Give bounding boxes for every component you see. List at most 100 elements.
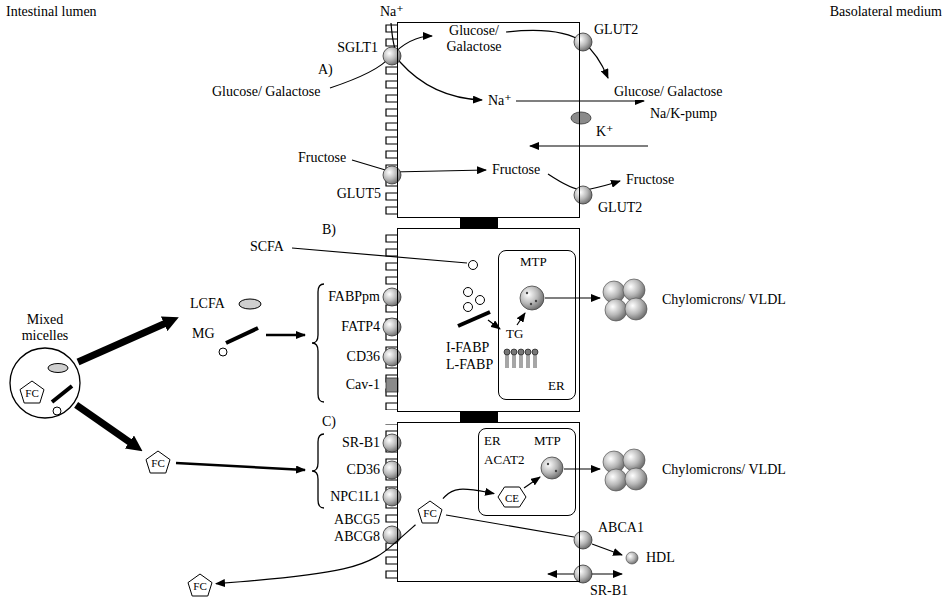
cholesterol-pentagon: FC: [19, 380, 45, 404]
cholesterol-pentagon: FC: [187, 573, 213, 597]
cholesterol-pentagon: FC: [145, 450, 171, 474]
node-text: FC: [423, 507, 436, 519]
mixed-micelle: Mixed micellesFC: [9, 347, 81, 419]
transport-arrow: [292, 248, 467, 263]
node-text: FC: [151, 457, 164, 469]
transporter-label: NPC1L1: [330, 489, 380, 505]
transporter-symbol: [383, 47, 401, 65]
phospholipid-head: [532, 349, 538, 355]
node-text: I-FABP: [446, 340, 489, 356]
lipoprotein-label: HDL: [646, 550, 675, 566]
fatty-acid-symbol: [464, 288, 473, 297]
lipoprotein-particle: [623, 279, 645, 301]
transporter-symbol: [383, 166, 401, 184]
monoglyceride-head: [219, 348, 227, 356]
transporter-label: GLUT2: [594, 22, 638, 38]
transporter-symbol: [383, 526, 401, 544]
lipid-particle-dot: [547, 463, 549, 465]
transporter-label: ABCG8: [334, 529, 380, 545]
pentagon-outline: [20, 381, 44, 403]
brace: [312, 284, 324, 402]
tight-junction: [460, 218, 498, 228]
node-text: L-FABP: [446, 357, 493, 373]
transporter-label: FATP4: [341, 319, 380, 335]
lipoprotein-label: Chylomicrons/ VLDL: [662, 292, 786, 308]
lipid-particle: [520, 286, 544, 310]
panel-letter: B): [322, 222, 336, 238]
node-text: ER: [548, 378, 565, 394]
transporter-label: CD36: [347, 349, 380, 365]
substrate-label: LCFA: [190, 296, 225, 312]
transporter-label: CD36: [347, 462, 380, 478]
caveolin-symbol: [386, 378, 398, 392]
monoglyceride-symbol: [226, 328, 258, 343]
node-text: ACAT2: [484, 452, 524, 468]
phospholipid-tails: [506, 355, 536, 368]
monoglyceride-head: [53, 407, 61, 415]
lipid-particle-dot: [526, 292, 528, 294]
mixed-micelle-outline: [9, 347, 81, 419]
node-text: ER: [484, 433, 501, 449]
transporter-label: SR-B1: [342, 435, 380, 451]
transporter-symbol: [383, 488, 401, 506]
lipoprotein-particle: [605, 469, 627, 491]
transporter-symbol: [383, 434, 401, 452]
enterocyte-cell: I-FABPL-FABP MTP TG ER: [397, 228, 580, 412]
transport-arrow: [506, 30, 608, 78]
phospholipid-head: [518, 349, 524, 355]
node-text: FC: [193, 580, 206, 592]
node-text: Mixed micelles: [12, 312, 78, 344]
chylomicron-cluster: [603, 279, 647, 321]
lipoprotein-particle: [625, 468, 647, 490]
monoglyceride-symbol: [52, 386, 72, 402]
lipoprotein-particle: [623, 449, 645, 471]
transport-arrow: [524, 477, 540, 488]
phospholipid-head: [525, 349, 531, 355]
flow-arrow: [266, 334, 305, 337]
transport-arrow: [517, 313, 525, 325]
panel-letter: A): [318, 62, 333, 78]
tight-junction: [460, 412, 498, 422]
node-text: Na⁺: [488, 93, 512, 109]
node-text: MTP: [534, 433, 561, 449]
transporter-label: GLUT5: [337, 186, 381, 202]
node-text: Glucose/ Galactose: [437, 23, 511, 55]
transporter-symbol: [383, 348, 401, 366]
cholesterol-pentagon: FC: [417, 500, 443, 524]
transporter-label: Cav-1: [346, 377, 380, 393]
lipid-particle: [541, 457, 563, 479]
transporter-symbol: [383, 461, 401, 479]
hdl-particle: [626, 552, 638, 564]
fatty-acid-symbol: [48, 364, 68, 373]
transport-arrow: [592, 544, 622, 555]
chylomicron-cluster: [603, 449, 647, 491]
node-text: MTP: [520, 254, 547, 270]
transport-arrow: [216, 525, 416, 584]
substrate-label: Glucose/ Galactose: [614, 84, 722, 100]
pentagon-outline: [146, 451, 170, 473]
node-text: Fructose: [492, 162, 540, 178]
substrate-label: Fructose: [298, 150, 346, 166]
substrate-label: Fructose: [626, 172, 674, 188]
phospholipid-head: [504, 349, 510, 355]
fatty-acid-symbol: [469, 261, 478, 270]
transporter-label: GLUT2: [598, 200, 642, 216]
transporter-label: ABCG5: [334, 512, 380, 528]
node-text: TG: [506, 326, 523, 342]
er-compartment: MTP TG ER: [498, 250, 576, 400]
panel-letter: C): [322, 414, 336, 430]
transport-arrow: [443, 489, 494, 498]
er-compartment: ER ACAT2 MTP CE: [478, 428, 576, 516]
pentagon-outline: [418, 501, 442, 523]
transport-arrow: [516, 100, 644, 101]
cholesteryl-ester-hexagon: CE: [497, 486, 527, 508]
transport-line: [446, 515, 574, 537]
fatty-acid-symbol: [464, 303, 473, 312]
pentagon-outline: [188, 574, 212, 596]
phospholipid-symbols: [504, 349, 538, 368]
transporter-label: ABCA1: [598, 520, 644, 536]
